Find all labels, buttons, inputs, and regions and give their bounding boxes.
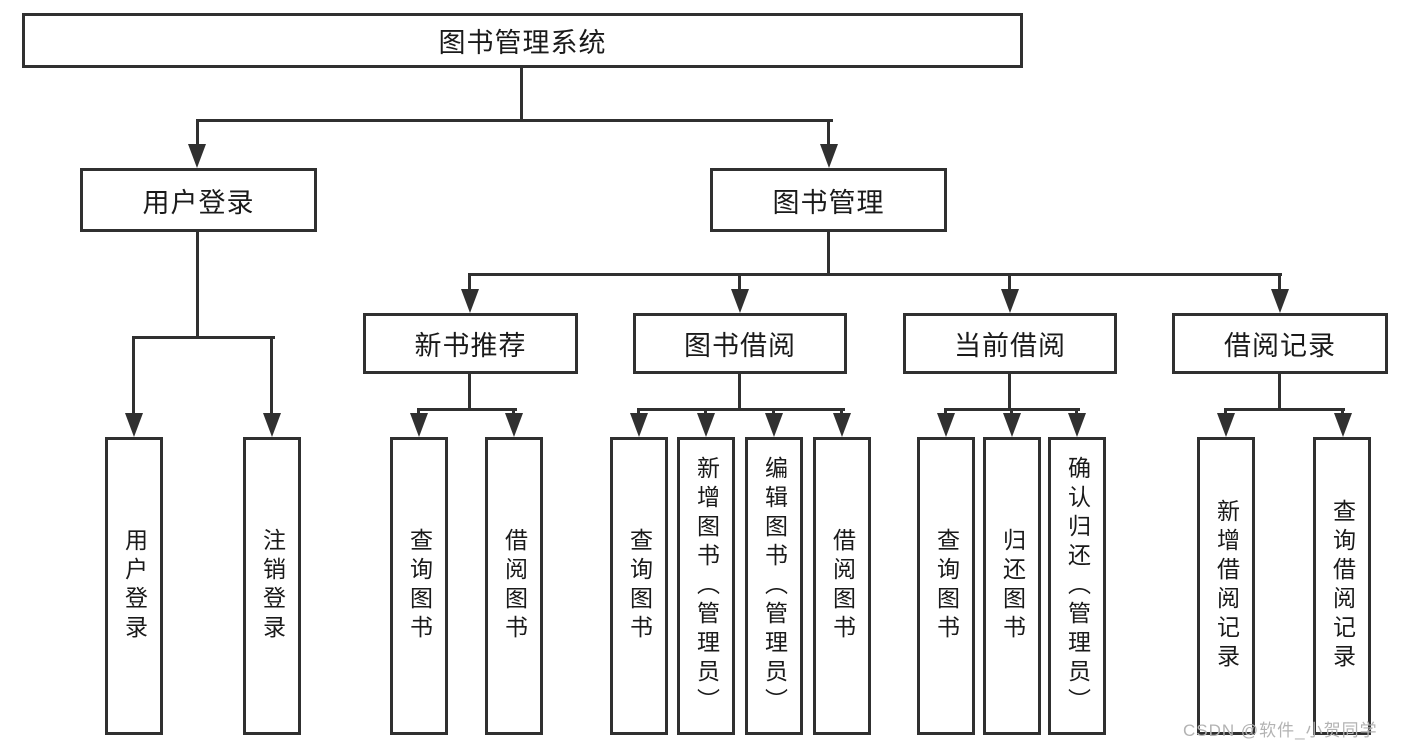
node-query-books-current: 查询图书 — [917, 437, 975, 735]
connector-stem — [1008, 273, 1011, 293]
arrow-down-icon — [1001, 289, 1019, 313]
connector-user-login-stub — [196, 230, 199, 336]
connector-stem — [840, 408, 843, 417]
node-label: 借阅图书 — [829, 528, 856, 644]
node-query-books-borrowing: 查询图书 — [610, 437, 668, 735]
node-library-management-system: 图书管理系统 — [22, 13, 1023, 68]
node-query-borrow-record: 查询借阅记录 — [1313, 437, 1371, 735]
connector-stem — [944, 408, 947, 417]
node-label: 归还图书 — [999, 528, 1026, 644]
node-user-login: 用户登录 — [80, 168, 317, 232]
connector-stem — [772, 408, 775, 417]
connector-stem — [1341, 408, 1344, 417]
node-label: 用户登录 — [142, 187, 255, 218]
connector-level3-bus — [468, 273, 1282, 276]
arrow-down-icon — [410, 413, 428, 437]
connector-stub — [1278, 374, 1281, 408]
node-borrowing-records: 借阅记录 — [1172, 313, 1388, 374]
node-edit-books-admin: 编辑图书（管理员） — [745, 437, 803, 735]
watermark: CSDN @软件_小贺同学 — [1183, 721, 1378, 740]
arrow-down-icon — [697, 413, 715, 437]
arrow-down-icon — [188, 144, 206, 168]
arrow-down-icon — [461, 289, 479, 313]
connector-level2-bus — [196, 119, 833, 122]
node-logout-leaf: 注销登录 — [243, 437, 301, 735]
node-label: 借阅记录 — [1224, 331, 1336, 361]
node-label: 新增图书（管理员） — [693, 455, 720, 717]
node-return-books: 归还图书 — [983, 437, 1041, 735]
node-label: 图书借阅 — [684, 331, 796, 361]
connector-stub — [738, 374, 741, 408]
connector-stem — [1075, 408, 1078, 417]
arrow-down-icon — [820, 144, 838, 168]
arrow-down-icon — [1217, 413, 1235, 437]
connector-stem — [132, 336, 135, 417]
node-label: 查询图书 — [626, 528, 653, 644]
node-label: 当前借阅 — [954, 331, 1066, 361]
connector-bus — [637, 408, 845, 411]
node-label: 新增借阅记录 — [1213, 499, 1240, 673]
connector-root-stub — [520, 66, 523, 119]
arrow-down-icon — [731, 289, 749, 313]
connector-stem — [1010, 408, 1013, 417]
connector-stem — [468, 273, 471, 293]
node-label: 查询借阅记录 — [1329, 499, 1356, 673]
arrow-down-icon — [833, 413, 851, 437]
node-current-borrowing: 当前借阅 — [903, 313, 1117, 374]
arrow-down-icon — [125, 413, 143, 437]
node-book-borrowing: 图书借阅 — [633, 313, 847, 374]
node-add-books-admin: 新增图书（管理员） — [677, 437, 735, 735]
connector-user-login-bus — [133, 336, 275, 339]
node-label: 查询图书 — [933, 528, 960, 644]
connector-stub — [1008, 374, 1011, 408]
node-book-management: 图书管理 — [710, 168, 947, 232]
arrow-down-icon — [1334, 413, 1352, 437]
node-label: 确认归还（管理员） — [1064, 455, 1091, 717]
node-borrow-books-recommend: 借阅图书 — [485, 437, 543, 735]
node-query-books-recommend: 查询图书 — [390, 437, 448, 735]
arrow-down-icon — [263, 413, 281, 437]
node-label: 借阅图书 — [501, 528, 528, 644]
connector-stub — [468, 374, 471, 408]
arrow-down-icon — [1003, 413, 1021, 437]
connector-stem-user-login — [196, 119, 199, 148]
node-user-login-leaf: 用户登录 — [105, 437, 163, 735]
node-label: 新书推荐 — [414, 331, 527, 361]
connector-stem-book-management — [827, 119, 830, 148]
connector-stem — [1224, 408, 1227, 417]
node-label: 编辑图书（管理员） — [761, 455, 788, 717]
node-label: 用户登录 — [121, 528, 148, 644]
arrow-down-icon — [1068, 413, 1086, 437]
arrow-down-icon — [630, 413, 648, 437]
arrow-down-icon — [937, 413, 955, 437]
connector-stem — [704, 408, 707, 417]
node-add-borrow-record: 新增借阅记录 — [1197, 437, 1255, 735]
connector-stem — [637, 408, 640, 417]
node-label: 查询图书 — [406, 528, 433, 644]
connector-bus — [1224, 408, 1345, 411]
node-label: 图书管理系统 — [438, 28, 607, 58]
node-borrow-books-borrowing: 借阅图书 — [813, 437, 871, 735]
connector-book-management-stub — [827, 230, 830, 273]
node-confirm-return-admin: 确认归还（管理员） — [1048, 437, 1106, 735]
connector-stem — [738, 273, 741, 293]
node-label: 注销登录 — [259, 528, 286, 644]
arrow-down-icon — [765, 413, 783, 437]
node-label: 图书管理 — [772, 187, 885, 218]
node-new-book-recommendation: 新书推荐 — [363, 313, 578, 374]
connector-stem — [417, 408, 420, 417]
arrow-down-icon — [1271, 289, 1289, 313]
connector-bus — [417, 408, 517, 411]
connector-stem — [1278, 273, 1281, 293]
connector-stem — [270, 336, 273, 417]
arrow-down-icon — [505, 413, 523, 437]
connector-stem — [512, 408, 515, 417]
